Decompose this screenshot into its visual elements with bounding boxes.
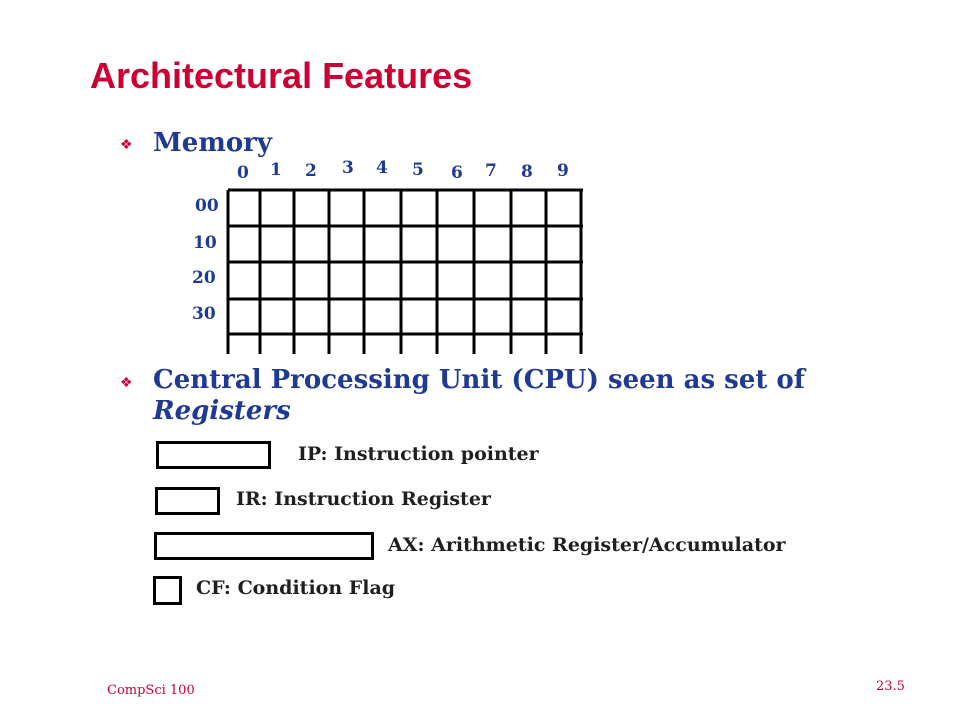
memory-column-label: 1 — [270, 160, 282, 180]
memory-column-label: 3 — [342, 158, 354, 178]
memory-row-label: 10 — [193, 233, 217, 253]
cf-register-label: CF: Condition Flag — [196, 577, 396, 599]
ir-register-label: IR: Instruction Register — [236, 488, 491, 510]
bullet-diamond-icon: ❖ — [120, 137, 133, 153]
ax-register-label: AX: Arithmetic Register/Accumulator — [388, 534, 786, 556]
cf-register-box — [153, 576, 182, 605]
slide-title: Architectural Features — [90, 55, 473, 96]
memory-row-label: 30 — [192, 304, 216, 324]
footer-slide-number: 23.5 — [876, 679, 905, 694]
bullet-diamond-icon: ❖ — [120, 375, 133, 391]
memory-column-label: 7 — [485, 161, 497, 181]
ir-register-box — [155, 487, 220, 515]
memory-column-label: 0 — [237, 163, 249, 183]
cpu-heading-main: Central Processing Unit (CPU) seen as se… — [153, 365, 805, 395]
memory-row-label: 00 — [195, 196, 219, 216]
cpu-heading-registers: Registers — [153, 396, 291, 426]
memory-row-label: 20 — [192, 268, 216, 288]
memory-column-label: 9 — [557, 161, 569, 181]
memory-column-label: 5 — [412, 160, 424, 180]
memory-heading: Memory — [153, 128, 272, 158]
memory-grid-lines — [226, 188, 583, 354]
memory-column-label: 8 — [521, 162, 533, 182]
ip-register-box — [156, 441, 271, 469]
cpu-heading: Central Processing Unit (CPU) seen as se… — [153, 365, 933, 427]
memory-column-label: 4 — [376, 158, 388, 178]
footer-course: CompSci 100 — [107, 683, 195, 698]
memory-column-label: 2 — [305, 161, 317, 181]
memory-column-label: 6 — [451, 163, 463, 183]
ax-register-box — [154, 532, 374, 560]
ip-register-label: IP: Instruction pointer — [298, 443, 539, 465]
